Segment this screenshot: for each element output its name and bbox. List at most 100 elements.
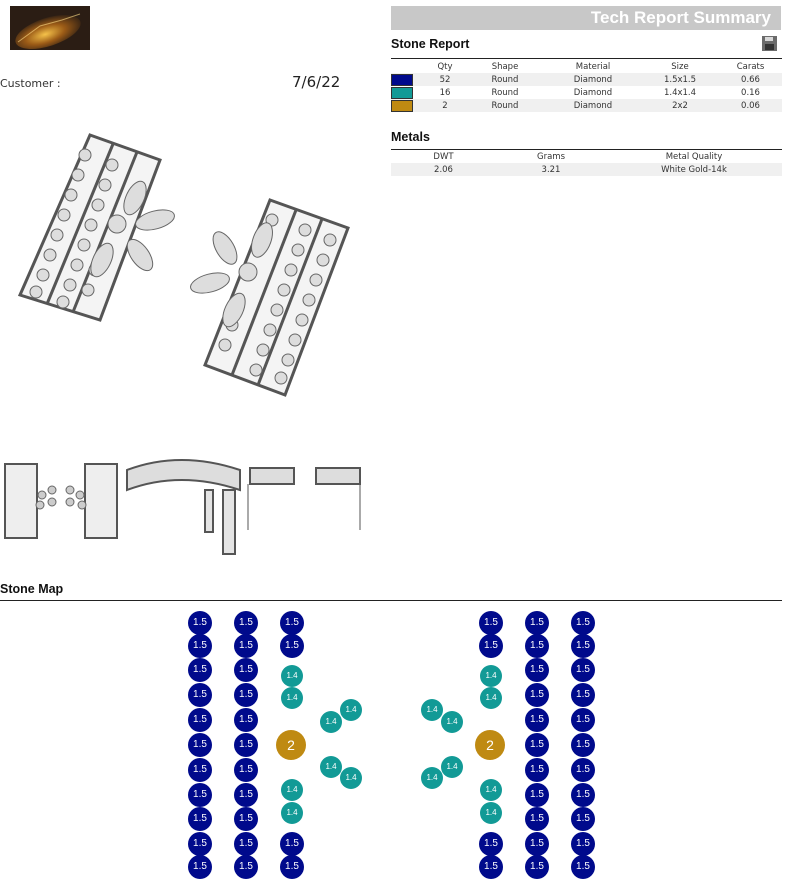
table-row: 2.06 3.21 White Gold-14k [391, 163, 782, 176]
qty-cell: 52 [425, 73, 465, 86]
stone-marker: 1.5 [479, 855, 503, 879]
shape-cell: Round [465, 99, 545, 112]
stone-marker: 1.5 [188, 832, 212, 856]
customer-label: Customer : [0, 77, 61, 90]
stone-marker: 1.5 [571, 758, 595, 782]
stone-marker: 1.5 [571, 708, 595, 732]
stone-marker: 1.5 [188, 855, 212, 879]
stone-marker: 1.4 [281, 802, 303, 824]
front-view-left [4, 463, 38, 539]
size-cell: 1.4x1.4 [663, 87, 697, 98]
report-title: Tech Report Summary [590, 8, 771, 27]
stone-marker: 1.4 [281, 779, 303, 801]
stone-marker: 1.5 [525, 683, 549, 707]
stone-marker: 1.4 [320, 756, 342, 778]
stone-marker: 1.5 [571, 683, 595, 707]
stone-marker: 1.5 [525, 658, 549, 682]
stone-marker: 1.5 [188, 634, 212, 658]
metals-divider [391, 149, 782, 150]
stone-marker: 1.5 [571, 855, 595, 879]
stone-marker: 1.5 [479, 832, 503, 856]
stone-marker: 1.5 [234, 658, 258, 682]
stone-marker: 1.5 [525, 708, 549, 732]
jewelry-render-main [0, 120, 380, 410]
stone-marker: 1.5 [234, 807, 258, 831]
col-header-carats: Carats [736, 61, 765, 72]
stone-report-heading: Stone Report [391, 37, 470, 51]
stone-marker: 1.5 [525, 783, 549, 807]
size-cell: 1.5x1.5 [641, 73, 719, 86]
material-cell: Diamond [573, 87, 613, 98]
stone-marker: 1.5 [188, 611, 212, 635]
table-header-row: Qty Shape Material Size Carats [391, 60, 782, 73]
stone-marker: 1.5 [188, 658, 212, 682]
stone-marker: 1.5 [525, 807, 549, 831]
stone-marker: 1.4 [480, 665, 502, 687]
report-date: 7/6/22 [292, 73, 341, 91]
stone-marker: 1.5 [571, 733, 595, 757]
stone-marker: 1.5 [571, 832, 595, 856]
stone-marker: 1.4 [480, 779, 502, 801]
stone-marker: 1.4 [480, 687, 502, 709]
stone-marker: 1.4 [421, 767, 443, 789]
stone-marker: 1.5 [571, 611, 595, 635]
grams-cell: 3.21 [496, 163, 606, 176]
material-cell: Diamond [545, 99, 641, 112]
stone-marker: 1.5 [525, 733, 549, 757]
stone-marker: 1.5 [234, 683, 258, 707]
col-header-qty: Qty [437, 61, 453, 72]
stone-marker: 1.5 [234, 758, 258, 782]
col-header-grams: Grams [537, 151, 565, 162]
stone-marker: 1.5 [571, 807, 595, 831]
metal-quality-cell: White Gold-14k [606, 163, 782, 176]
stone-marker: 1.5 [188, 807, 212, 831]
table-row: 2 Round Diamond 2x2 0.06 [391, 99, 782, 112]
stone-marker: 1.4 [281, 665, 303, 687]
col-header-dwt: DWT [433, 151, 454, 162]
stone-marker: 1.4 [340, 767, 362, 789]
col-header-swatch [391, 60, 425, 73]
color-swatch [391, 86, 413, 99]
stone-marker: 1.5 [188, 758, 212, 782]
carats-cell: 0.66 [719, 73, 782, 86]
stone-map-divider [0, 600, 782, 601]
stone-marker: 2 [276, 730, 306, 760]
floppy-disk-icon[interactable] [762, 36, 777, 51]
stone-marker: 1.4 [320, 711, 342, 733]
stone-marker: 1.5 [234, 733, 258, 757]
stone-marker: 1.5 [280, 634, 304, 658]
stone-marker: 1.5 [525, 634, 549, 658]
stone-marker: 1.5 [571, 658, 595, 682]
stone-marker: 1.5 [525, 832, 549, 856]
stone-marker: 1.5 [234, 634, 258, 658]
stone-map-heading: Stone Map [0, 582, 64, 596]
size-cell: 2x2 [641, 99, 719, 112]
col-header-size: Size [671, 61, 689, 72]
table-row: 52 Round Diamond 1.5x1.5 0.66 [391, 73, 782, 86]
stone-report-divider [391, 58, 782, 59]
col-header-shape: Shape [491, 61, 519, 72]
stone-marker: 1.5 [234, 708, 258, 732]
stone-marker: 1.5 [234, 832, 258, 856]
stone-marker: 1.5 [234, 855, 258, 879]
stone-marker: 1.5 [525, 855, 549, 879]
stone-marker: 1.4 [480, 802, 502, 824]
metals-table: DWT Grams Metal Quality 2.06 3.21 White … [391, 150, 782, 176]
stone-marker: 1.5 [525, 758, 549, 782]
stone-marker: 1.5 [280, 611, 304, 635]
stone-marker: 1.5 [188, 683, 212, 707]
stone-marker: 1.5 [571, 634, 595, 658]
stone-marker: 1.5 [188, 733, 212, 757]
stone-marker: 1.5 [525, 611, 549, 635]
color-swatch [391, 99, 413, 112]
qty-cell: 2 [425, 99, 465, 112]
col-header-metal-quality: Metal Quality [665, 151, 723, 162]
shape-cell: Round [465, 73, 545, 86]
stone-marker: 1.5 [188, 783, 212, 807]
stone-marker: 1.4 [421, 699, 443, 721]
col-header-material: Material [575, 61, 611, 72]
stone-marker: 1.4 [281, 687, 303, 709]
stone-marker: 1.5 [280, 832, 304, 856]
report-title-bar: Tech Report Summary [391, 6, 781, 30]
